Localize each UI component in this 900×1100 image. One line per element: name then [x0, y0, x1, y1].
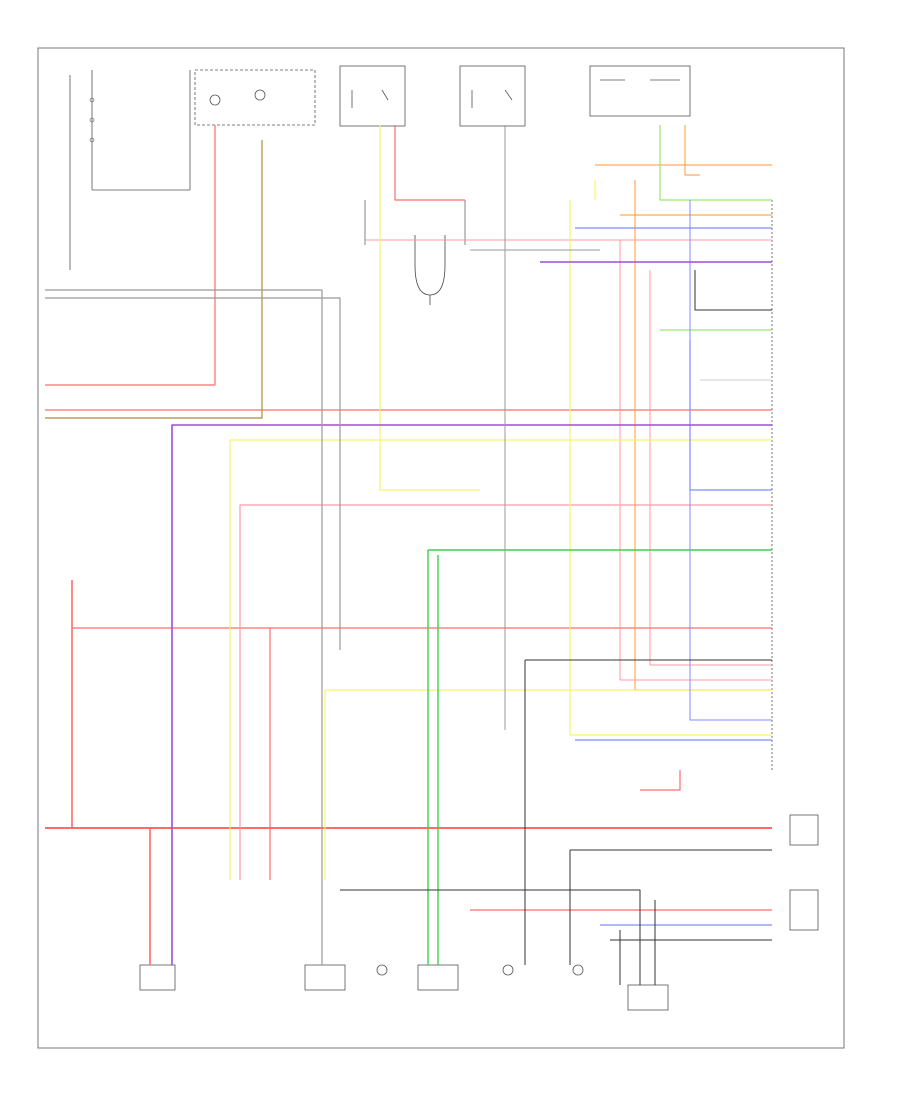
ect-sensor-box — [304, 964, 346, 991]
knock-sensor-2 — [459, 65, 526, 127]
wire-18 — [45, 140, 263, 419]
wire-45 — [694, 270, 772, 311]
wire-20 — [379, 125, 480, 491]
vss-box — [417, 964, 459, 991]
wire-22 — [569, 200, 772, 736]
wire-12 — [619, 240, 772, 681]
shield-splice — [364, 200, 466, 305]
blower-sensor-box — [139, 964, 176, 991]
wire-19 — [229, 439, 772, 880]
connector-circle-1 — [376, 964, 388, 976]
wire-36 — [45, 289, 323, 965]
bottom-components — [139, 964, 669, 1011]
connector-circle-3 — [572, 964, 584, 976]
wire-37 — [45, 297, 341, 650]
wire-27 — [659, 125, 772, 201]
wire-16 — [634, 180, 772, 691]
wire-9 — [640, 770, 681, 791]
wire-34 — [171, 424, 772, 965]
wire-6 — [45, 125, 216, 386]
ignition-switch — [69, 70, 191, 270]
fuse-box — [194, 69, 316, 126]
wire-13 — [649, 270, 772, 666]
wires-group — [45, 125, 772, 985]
throttle-sensor — [589, 65, 691, 117]
diagram-frame — [37, 47, 845, 1049]
wire-21 — [324, 689, 772, 880]
connector-circle-2 — [502, 964, 514, 976]
wire-10 — [239, 504, 772, 880]
wire-30 — [689, 340, 772, 491]
wire-17 — [684, 125, 700, 176]
knock-sensor-1 — [339, 65, 406, 127]
crank-sensor-switch — [789, 814, 819, 931]
wire-41 — [340, 889, 641, 985]
fuel-pump-relay-box — [627, 984, 669, 1011]
wire-7 — [394, 125, 465, 201]
wire-33 — [689, 200, 772, 721]
